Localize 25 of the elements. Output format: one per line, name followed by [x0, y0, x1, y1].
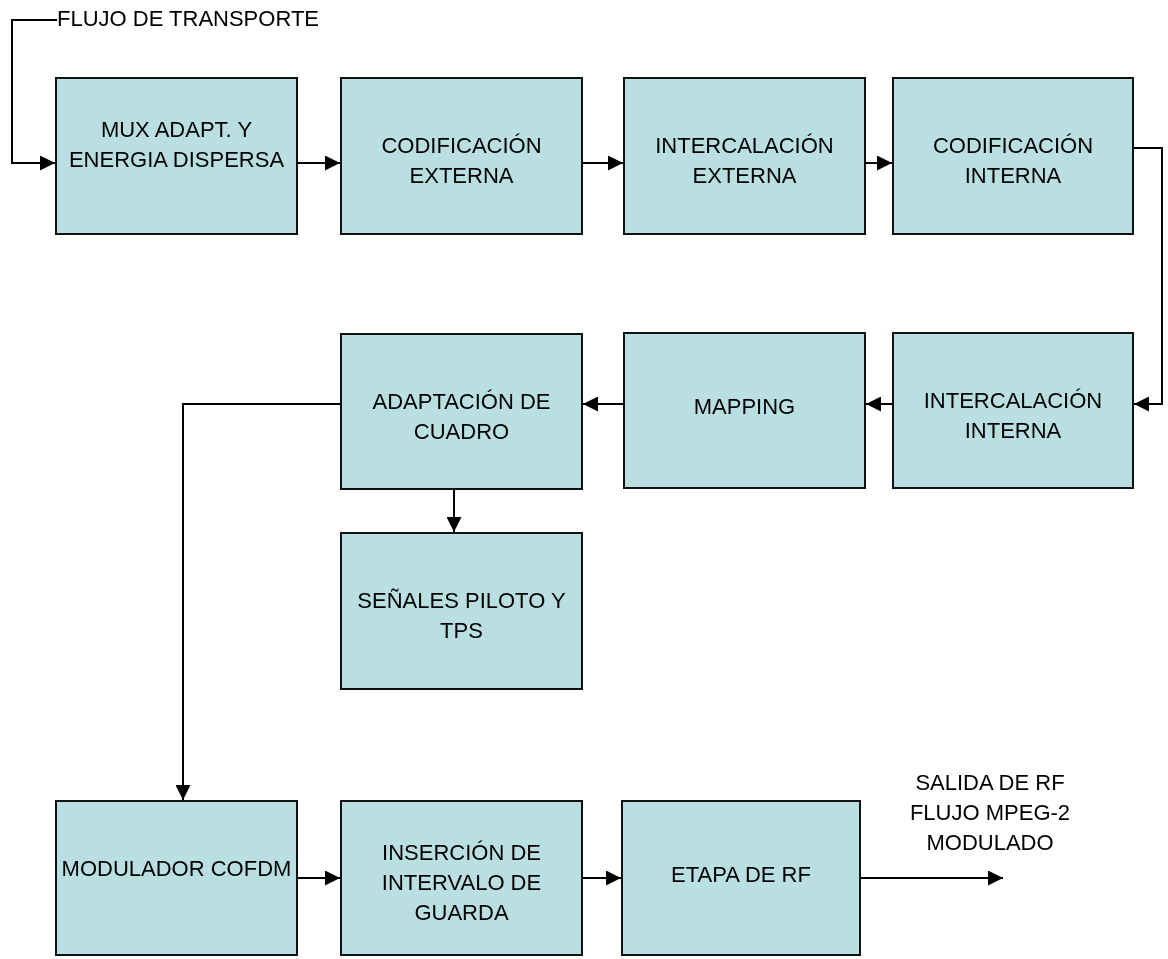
process-box: INTERCALACIÓN INTERNA [892, 332, 1134, 489]
process-box: CODIFICACIÓN EXTERNA [340, 77, 583, 235]
process-box: SEÑALES PILOTO Y TPS [340, 532, 583, 690]
arrow [297, 870, 341, 886]
arrow [582, 870, 622, 886]
arrow [175, 403, 341, 801]
process-box: ETAPA DE RF [621, 800, 861, 956]
arrow [865, 396, 893, 412]
process-box: MODULADOR COFDM [55, 800, 298, 956]
process-box: MAPPING [623, 332, 866, 489]
arrow [11, 19, 58, 171]
arrow [1133, 147, 1163, 412]
output-label: SALIDA DE RF FLUJO MPEG-2 MODULADO [908, 769, 1072, 857]
arrow [582, 155, 624, 171]
process-box: MUX ADAPT. Y ENERGIA DISPERSA [55, 77, 298, 235]
process-box: INSERCIÓN DE INTERVALO DE GUARDA [340, 800, 583, 956]
process-box: INTERCALACIÓN EXTERNA [623, 77, 866, 235]
process-box: CODIFICACIÓN INTERNA [892, 77, 1134, 235]
arrow [582, 396, 624, 412]
arrow [297, 155, 341, 171]
arrow [446, 489, 462, 533]
flow-label: FLUJO DE TRANSPORTE [57, 6, 319, 31]
arrow [860, 870, 1004, 886]
arrow [865, 155, 893, 171]
process-box: ADAPTACIÓN DE CUADRO [340, 333, 583, 490]
